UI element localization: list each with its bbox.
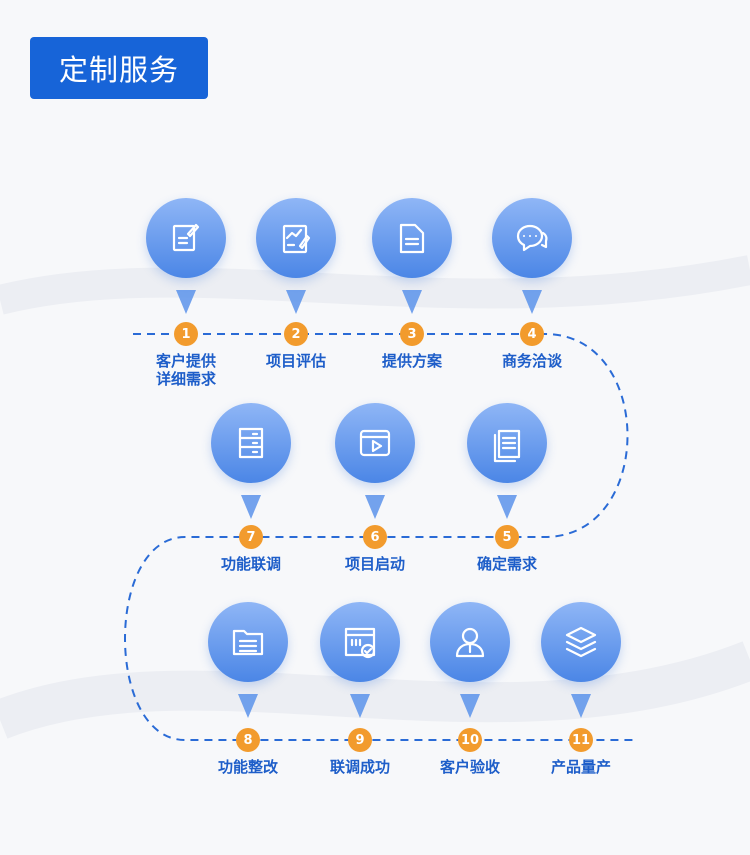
calendar-check-icon bbox=[344, 627, 376, 659]
step-circle bbox=[372, 198, 452, 278]
document-icon bbox=[399, 223, 425, 254]
pointer-triangle bbox=[365, 495, 385, 519]
step-number-badge: 10 bbox=[458, 728, 482, 752]
server-cabinet-icon bbox=[238, 427, 264, 459]
page-title: 定制服务 bbox=[30, 37, 208, 99]
pointer-triangle bbox=[402, 290, 422, 314]
pointer-triangle bbox=[176, 290, 196, 314]
edit-document-icon bbox=[172, 223, 200, 252]
layers-icon bbox=[565, 626, 597, 658]
step-circle bbox=[467, 403, 547, 483]
step-number-badge: 8 bbox=[236, 728, 260, 752]
step-number-badge: 6 bbox=[363, 525, 387, 549]
documents-stack-icon bbox=[493, 429, 521, 463]
user-icon bbox=[455, 627, 485, 658]
step-label: 确定需求 bbox=[476, 555, 537, 573]
step-label: 功能整改 bbox=[217, 758, 278, 776]
step-number-badge: 3 bbox=[400, 322, 424, 346]
step-label: 联调成功 bbox=[329, 758, 390, 776]
pointer-triangle bbox=[350, 694, 370, 718]
chat-bubbles-icon bbox=[516, 224, 548, 252]
chart-pencil-icon bbox=[282, 224, 311, 254]
pointer-triangle bbox=[497, 495, 517, 519]
step-label: 项目评估 bbox=[265, 352, 326, 370]
step-label: 提供方案 bbox=[381, 352, 442, 370]
step-number-badge: 1 bbox=[174, 322, 198, 346]
step-number-badge: 9 bbox=[348, 728, 372, 752]
folder-list-icon bbox=[232, 629, 264, 656]
step-circle bbox=[320, 602, 400, 682]
step-circle bbox=[541, 602, 621, 682]
step-label: 功能联调 bbox=[220, 555, 281, 573]
step-circle bbox=[430, 602, 510, 682]
pointer-triangle bbox=[286, 290, 306, 314]
step-label: 产品量产 bbox=[550, 758, 611, 776]
pointer-triangle bbox=[238, 694, 258, 718]
step-label: 客户提供详细需求 bbox=[155, 352, 216, 388]
pointer-triangle bbox=[522, 290, 542, 314]
pointer-triangle bbox=[571, 694, 591, 718]
step-label: 客户验收 bbox=[439, 758, 500, 776]
step-label: 项目启动 bbox=[344, 555, 405, 573]
step-circle bbox=[256, 198, 336, 278]
step-number-badge: 5 bbox=[495, 525, 519, 549]
pointer-triangle bbox=[460, 694, 480, 718]
step-number-badge: 2 bbox=[284, 322, 308, 346]
dashed-flow-path bbox=[124, 333, 633, 741]
step-number-badge: 7 bbox=[239, 525, 263, 549]
step-circle bbox=[146, 198, 226, 278]
step-label: 商务洽谈 bbox=[501, 352, 562, 370]
step-number-badge: 11 bbox=[569, 728, 593, 752]
step-circle bbox=[208, 602, 288, 682]
pointer-triangle bbox=[241, 495, 261, 519]
video-window-icon bbox=[359, 429, 391, 457]
step-number-badge: 4 bbox=[520, 322, 544, 346]
step-circle bbox=[492, 198, 572, 278]
step-circle bbox=[211, 403, 291, 483]
step-circle bbox=[335, 403, 415, 483]
